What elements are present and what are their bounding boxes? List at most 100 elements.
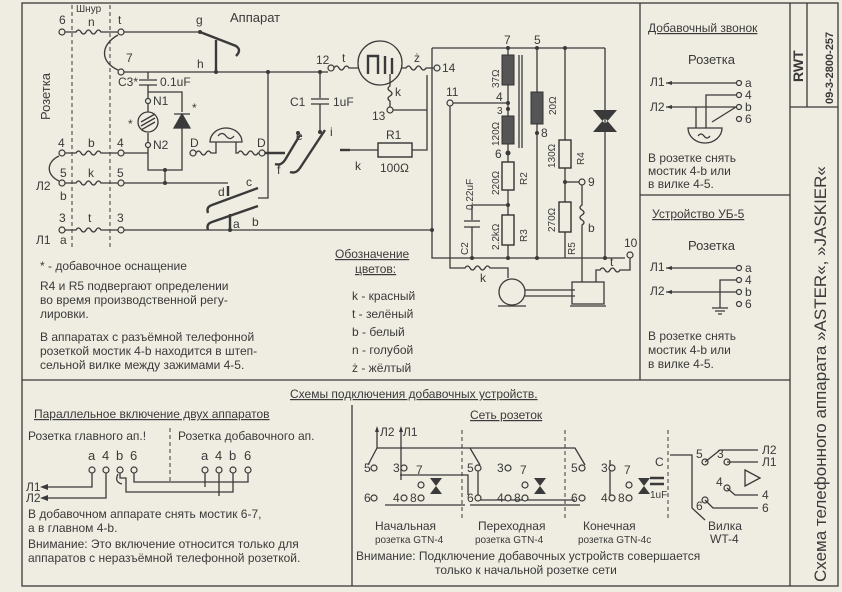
- lbl: D: [190, 136, 199, 150]
- note-socket: В аппаратах с разъёмной телефонной: [40, 330, 254, 344]
- terminal: 6: [571, 491, 578, 505]
- bell-note: В розетке снять: [648, 151, 736, 165]
- lbl: 130Ω: [547, 143, 558, 168]
- socket-caption: WT-4: [710, 532, 739, 546]
- vertical-title: Схема телефонного аппарата »ASTER«, »JAS…: [811, 166, 830, 582]
- lbl: N1: [153, 94, 169, 108]
- lbl: *: [128, 117, 133, 131]
- legend-item: k - красный: [352, 289, 415, 303]
- socket-caption: Переходная: [478, 519, 545, 533]
- legend-item: t - зелёный: [352, 307, 413, 321]
- terminal: 8: [514, 491, 521, 505]
- lbl: k: [355, 159, 362, 173]
- frame: [21, 2, 839, 587]
- cap-value: 1uF: [650, 490, 667, 501]
- bell-title: Добавочный звонок: [648, 21, 758, 35]
- extra-socket-label: Розетка добавочного ап.: [178, 429, 314, 443]
- lbl: 9: [588, 175, 595, 189]
- legend-item: b - белый: [352, 325, 405, 339]
- terminal: 6: [364, 491, 371, 505]
- lbl: N2: [153, 138, 169, 152]
- terminal: 3: [497, 461, 504, 475]
- lbl: 1uF: [333, 95, 354, 109]
- terminal: 7: [520, 463, 527, 477]
- terminal: 5: [696, 447, 703, 461]
- ub5-l2: Л2: [650, 284, 665, 298]
- terminal: b: [116, 448, 123, 463]
- terminal: 4: [745, 273, 752, 287]
- parallel-title: Параллельное включение двух аппаратов: [34, 407, 270, 421]
- terminal: 5: [467, 461, 474, 475]
- lbl: ż: [414, 51, 420, 65]
- terminal: 3: [601, 461, 608, 475]
- terminal: 4: [215, 448, 222, 463]
- lbl: 2.2kΩ: [491, 223, 502, 250]
- lbl: C1: [290, 95, 306, 109]
- bell-socket: Розетка: [688, 52, 736, 67]
- lbl: Л2: [36, 179, 51, 193]
- lbl: 5: [117, 166, 124, 180]
- terminal: 6: [130, 448, 137, 463]
- socket-caption: розетка GTN-4: [475, 535, 544, 546]
- terminal: 4: [393, 491, 400, 505]
- lbl: 120Ω: [491, 121, 502, 146]
- terminal: a: [745, 261, 752, 275]
- lbl: 4: [496, 90, 503, 104]
- lbl: R3: [519, 229, 530, 242]
- terminal: a: [88, 448, 96, 463]
- lbl: n: [88, 15, 95, 29]
- note-r4r5: во время производственной регу-: [40, 293, 228, 307]
- terminal: 3: [393, 461, 400, 475]
- lbl: 20Ω: [548, 96, 559, 115]
- lbl: d: [218, 185, 225, 199]
- terminal: 8: [410, 491, 417, 505]
- lbl: 100Ω: [380, 161, 409, 175]
- lbl: g: [196, 13, 203, 27]
- lbl: *: [192, 101, 197, 115]
- lbl: k: [395, 85, 402, 99]
- lbl: b: [252, 215, 259, 229]
- color-legend: Обозначение цветов: k - красный t - зелё…: [335, 247, 415, 375]
- terminal: b: [745, 285, 752, 299]
- terminal: 6: [467, 491, 474, 505]
- main-socket-label: Розетка главного ап.!: [28, 429, 146, 443]
- terminal: b: [229, 448, 236, 463]
- net-l2: Л2: [380, 425, 395, 439]
- terminal: 6: [745, 112, 752, 126]
- socket-network: Сеть розеток Л2 Л1 5 6: [356, 408, 777, 577]
- lbl: 270Ω: [547, 207, 558, 232]
- lbl: 37Ω: [491, 69, 502, 88]
- bottom-title: Схемы подключения добавочных устройств.: [290, 387, 538, 401]
- bell-note: в вилке 4-5.: [648, 177, 714, 191]
- lbl: 8: [541, 126, 548, 140]
- lbl: 5: [60, 166, 67, 180]
- terminal: 4: [716, 475, 723, 489]
- note-r4r5: R4 и R5 подвергают определении: [40, 279, 228, 293]
- lbl: 7: [504, 33, 511, 47]
- lbl: 13: [372, 109, 386, 123]
- cap-label: C: [655, 455, 664, 469]
- plug-output: 4: [762, 488, 769, 502]
- notes: * - добавочное оснащение R4 и R5 подверг…: [40, 259, 257, 372]
- legend-item: n - голубой: [352, 343, 413, 357]
- terminal: 6: [696, 499, 703, 513]
- plug-output: Л1: [762, 455, 777, 469]
- lbl: 10: [624, 236, 638, 250]
- lbl: 5: [534, 33, 541, 47]
- terminal: 5: [571, 461, 578, 475]
- terminal: 4: [497, 491, 504, 505]
- net-l1: Л1: [403, 425, 418, 439]
- lbl: 11: [446, 85, 459, 99]
- ub5-note: мостик 4-b или: [648, 343, 731, 357]
- lbl: k: [480, 271, 487, 285]
- note-socket: сельной вилке между зажимами 4-5.: [40, 358, 244, 372]
- parallel-note: В добавочном аппарате снять мостик 6-7,: [28, 507, 261, 521]
- lbl: h: [197, 57, 204, 71]
- terminal: 4: [102, 448, 109, 463]
- lbl: 4: [58, 136, 65, 150]
- cord-label: Шнур: [76, 4, 102, 15]
- parallel-note: Внимание: Это включение относится только…: [28, 537, 299, 551]
- main-schematic: Аппарат Розетка Шнур: [36, 4, 638, 307]
- code-label: RWT: [790, 50, 806, 82]
